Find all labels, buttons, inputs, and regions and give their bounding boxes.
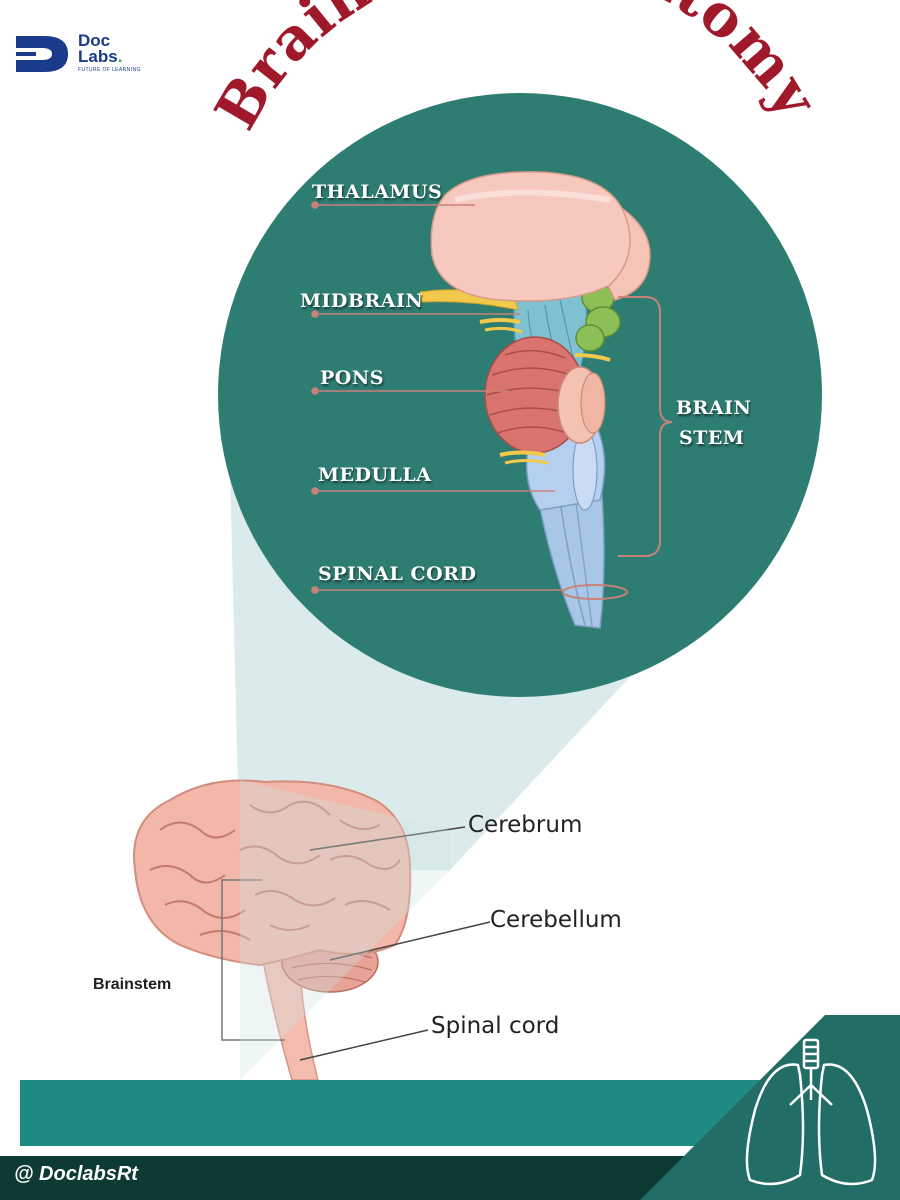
- label-medulla: MEDULLA: [318, 464, 432, 486]
- label-pons: PONS: [320, 367, 384, 389]
- brainstem-illustration: [419, 171, 673, 629]
- label-brainstem: Brainstem: [93, 976, 172, 993]
- logo-mark-icon: [16, 36, 68, 72]
- social-handle: @ DoclabsRt: [14, 1163, 138, 1185]
- label-brain-stem-line1: BRAIN: [676, 397, 752, 419]
- label-brain-stem-line2: STEM: [679, 427, 745, 449]
- lungs-icon: [745, 1038, 877, 1186]
- label-cerebrum: Cerebrum: [468, 812, 583, 838]
- logo-word-labs: Labs.: [78, 48, 122, 65]
- label-thalamus: THALAMUS: [312, 181, 443, 203]
- logo-dot: .: [117, 47, 123, 66]
- logo-word-labs-text: Labs: [78, 47, 118, 66]
- label-cerebellum: Cerebellum: [490, 907, 622, 933]
- footer-corner: [640, 1015, 900, 1200]
- label-midbrain: MIDBRAIN: [300, 290, 424, 312]
- magnifier-cone-overlay: [240, 780, 450, 1080]
- doclabs-logo: Doc Labs. FUTURE OF LEARNING: [14, 30, 154, 76]
- whole-brain-illustration: [133, 779, 491, 1081]
- label-spinal-cord: SPINAL CORD: [318, 563, 477, 585]
- label-spinal-cord-lower: Spinal cord: [431, 1013, 560, 1039]
- logo-tagline: FUTURE OF LEARNING: [78, 67, 141, 73]
- logo-word-doc: Doc: [78, 31, 111, 50]
- label-leader-lines: [311, 201, 565, 594]
